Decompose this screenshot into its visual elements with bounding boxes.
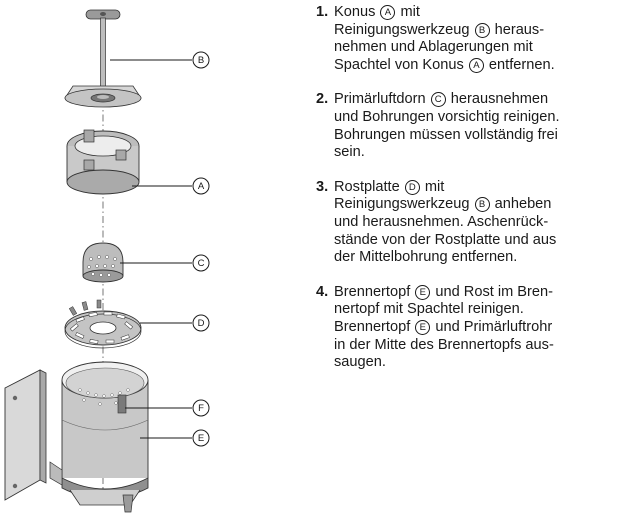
part-ref-b: B	[474, 22, 490, 38]
step-line: Bohrungen müssen vollständig frei	[334, 126, 558, 143]
step-line: und herausnehmen. Aschenrück-	[334, 213, 549, 230]
callout-d: D	[192, 314, 210, 332]
step-number: 3.	[316, 178, 329, 195]
step-line: Brennertopf E und Primärluftrohr	[334, 318, 553, 335]
step-gap	[316, 74, 632, 91]
svg-text:E: E	[198, 433, 204, 444]
part-ref-b: B	[474, 197, 490, 213]
part-ref-a: A	[468, 57, 484, 73]
step-line: Rostplatte D mit	[334, 178, 445, 195]
svg-text:F: F	[198, 403, 204, 414]
part-ref-d: D	[404, 179, 420, 195]
step-line: saugen.	[334, 354, 386, 371]
step-number: 4.	[316, 283, 329, 300]
callout-b: B	[192, 51, 210, 69]
step-gap	[316, 162, 632, 179]
tool-plate	[64, 85, 142, 108]
svg-text:A: A	[198, 181, 205, 192]
part-ref-a: A	[380, 5, 396, 20]
step-line: der Mittelbohrung entfernen.	[334, 249, 518, 266]
step-line: Reinigungswerkzeug B anheben	[334, 196, 552, 213]
part-ref-e: E	[415, 319, 431, 335]
konus-a	[66, 129, 140, 195]
step-gap	[316, 267, 632, 284]
step-line: Reinigungswerkzeug B heraus-	[334, 21, 545, 38]
part-ref-e: E	[415, 284, 431, 300]
part-ref-c: C	[430, 92, 446, 108]
step-line: Spachtel von Konus A entfernen.	[334, 56, 555, 73]
callout-a: A	[192, 177, 210, 195]
step-line: und Bohrungen vorsichtig reinigen.	[334, 108, 560, 125]
svg-text:D: D	[198, 318, 205, 329]
step-line: nertopf mit Spachtel reinigen.	[334, 301, 524, 318]
cleaning-tool-b	[85, 9, 121, 97]
rostplatte-d	[64, 299, 142, 349]
step-line: stände von der Rostplatte und aus	[334, 231, 557, 248]
step-number: 1.	[316, 4, 329, 20]
step-line: in der Mitte des Brennertopfs aus-	[334, 336, 554, 353]
callout-e: E	[192, 429, 210, 447]
callout-f: F	[192, 399, 210, 417]
step-line: Konus A mit	[334, 4, 420, 20]
step-line: sein.	[334, 144, 365, 161]
wall-bracket	[4, 369, 47, 501]
step-number: 2.	[316, 91, 329, 108]
exploded-view-illustration: B A C D F E	[4, 9, 210, 513]
callout-c: C	[192, 254, 210, 272]
svg-text:B: B	[198, 55, 204, 66]
svg-text:C: C	[198, 258, 205, 269]
step-line: Brennertopf E und Rost im Bren-	[334, 283, 553, 300]
brennertopf-e	[49, 361, 149, 513]
primaerluftdorn-c	[82, 242, 124, 283]
step-4: 4. Brennertopf E und Rost im Bren-nertopf…	[316, 284, 632, 372]
step-line: Primärluftdorn C herausnehmen	[334, 91, 549, 108]
step-line: nehmen und Ablagerungen mit	[334, 39, 533, 56]
